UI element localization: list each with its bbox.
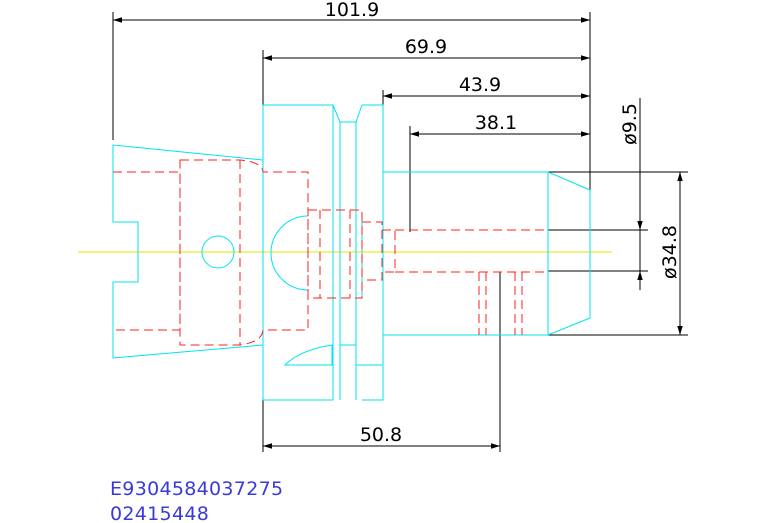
dim-bore-depth: 38.1 [475,112,517,134]
dim-shank-length: 43.9 [459,74,501,96]
dim-nose-diameter: ø34.8 [659,225,681,279]
part-code-line1: E9304584037275 [110,478,283,500]
dim-body-length: 69.9 [405,36,447,58]
dim-bore-diameter: ø9.5 [619,103,641,145]
dim-gauge-length: 50.8 [360,424,402,446]
dim-overall-length: 101.9 [325,0,379,21]
dimension-lines [112,12,688,452]
part-code-line2: 02415448 [110,503,209,523]
hidden-lines [113,159,548,346]
part-outline [112,104,591,401]
